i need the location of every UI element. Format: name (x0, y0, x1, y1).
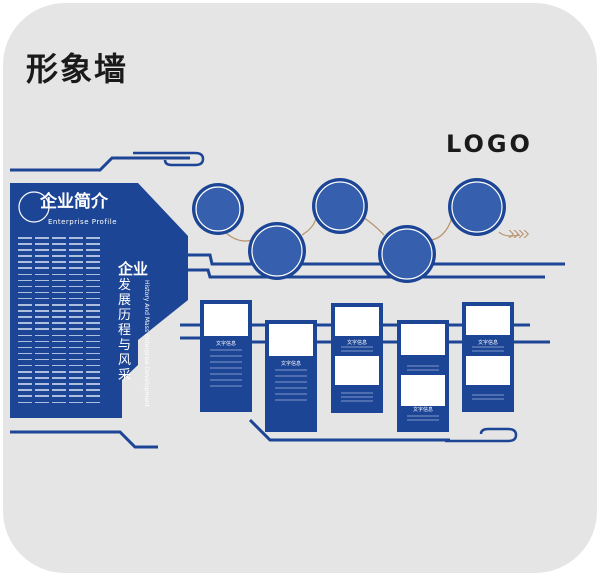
photo-circle (312, 178, 368, 234)
history-title-vertical: 发展历程与风采 (118, 278, 132, 383)
profile-title: 企业简介 (40, 192, 108, 212)
profile-badge-ring (18, 191, 50, 223)
info-card (331, 303, 383, 413)
info-card (200, 300, 252, 412)
photo-circle (248, 222, 306, 280)
photo-circle (448, 178, 506, 236)
logo: LOGO (446, 130, 533, 158)
card-label: 文字信息 (280, 361, 301, 367)
info-cards (200, 300, 514, 432)
photo-circles (192, 178, 506, 283)
card-label: 文字信息 (215, 341, 236, 347)
profile-subtitle: Enterprise Profile (48, 218, 117, 226)
swirl-top (133, 151, 205, 167)
card-label: 文字信息 (346, 340, 367, 346)
card-label: 文字信息 (477, 340, 498, 346)
photo-circle (192, 183, 244, 235)
history-title: 企业 (118, 260, 149, 278)
card-text-lines (210, 346, 504, 421)
card-label: 文字信息 (412, 407, 433, 413)
frame-line-bottom-2 (248, 418, 450, 442)
info-card (462, 302, 514, 412)
swirl-line-icon (133, 151, 518, 443)
swirl-bottom (445, 427, 518, 443)
photo-circle (378, 225, 436, 283)
curve-4 (430, 217, 453, 241)
info-card (397, 320, 449, 432)
frame-line-mid-2 (180, 268, 545, 279)
frame-line-top (10, 156, 190, 172)
chevron-arrows-icon (508, 230, 529, 238)
profile-text-block (18, 237, 103, 408)
page-title: 形象墙 (26, 50, 129, 88)
info-card (265, 320, 317, 432)
frame-line-bottom (10, 430, 158, 449)
history-subtitle-en: History And Mass Enterprise Development (143, 280, 150, 408)
